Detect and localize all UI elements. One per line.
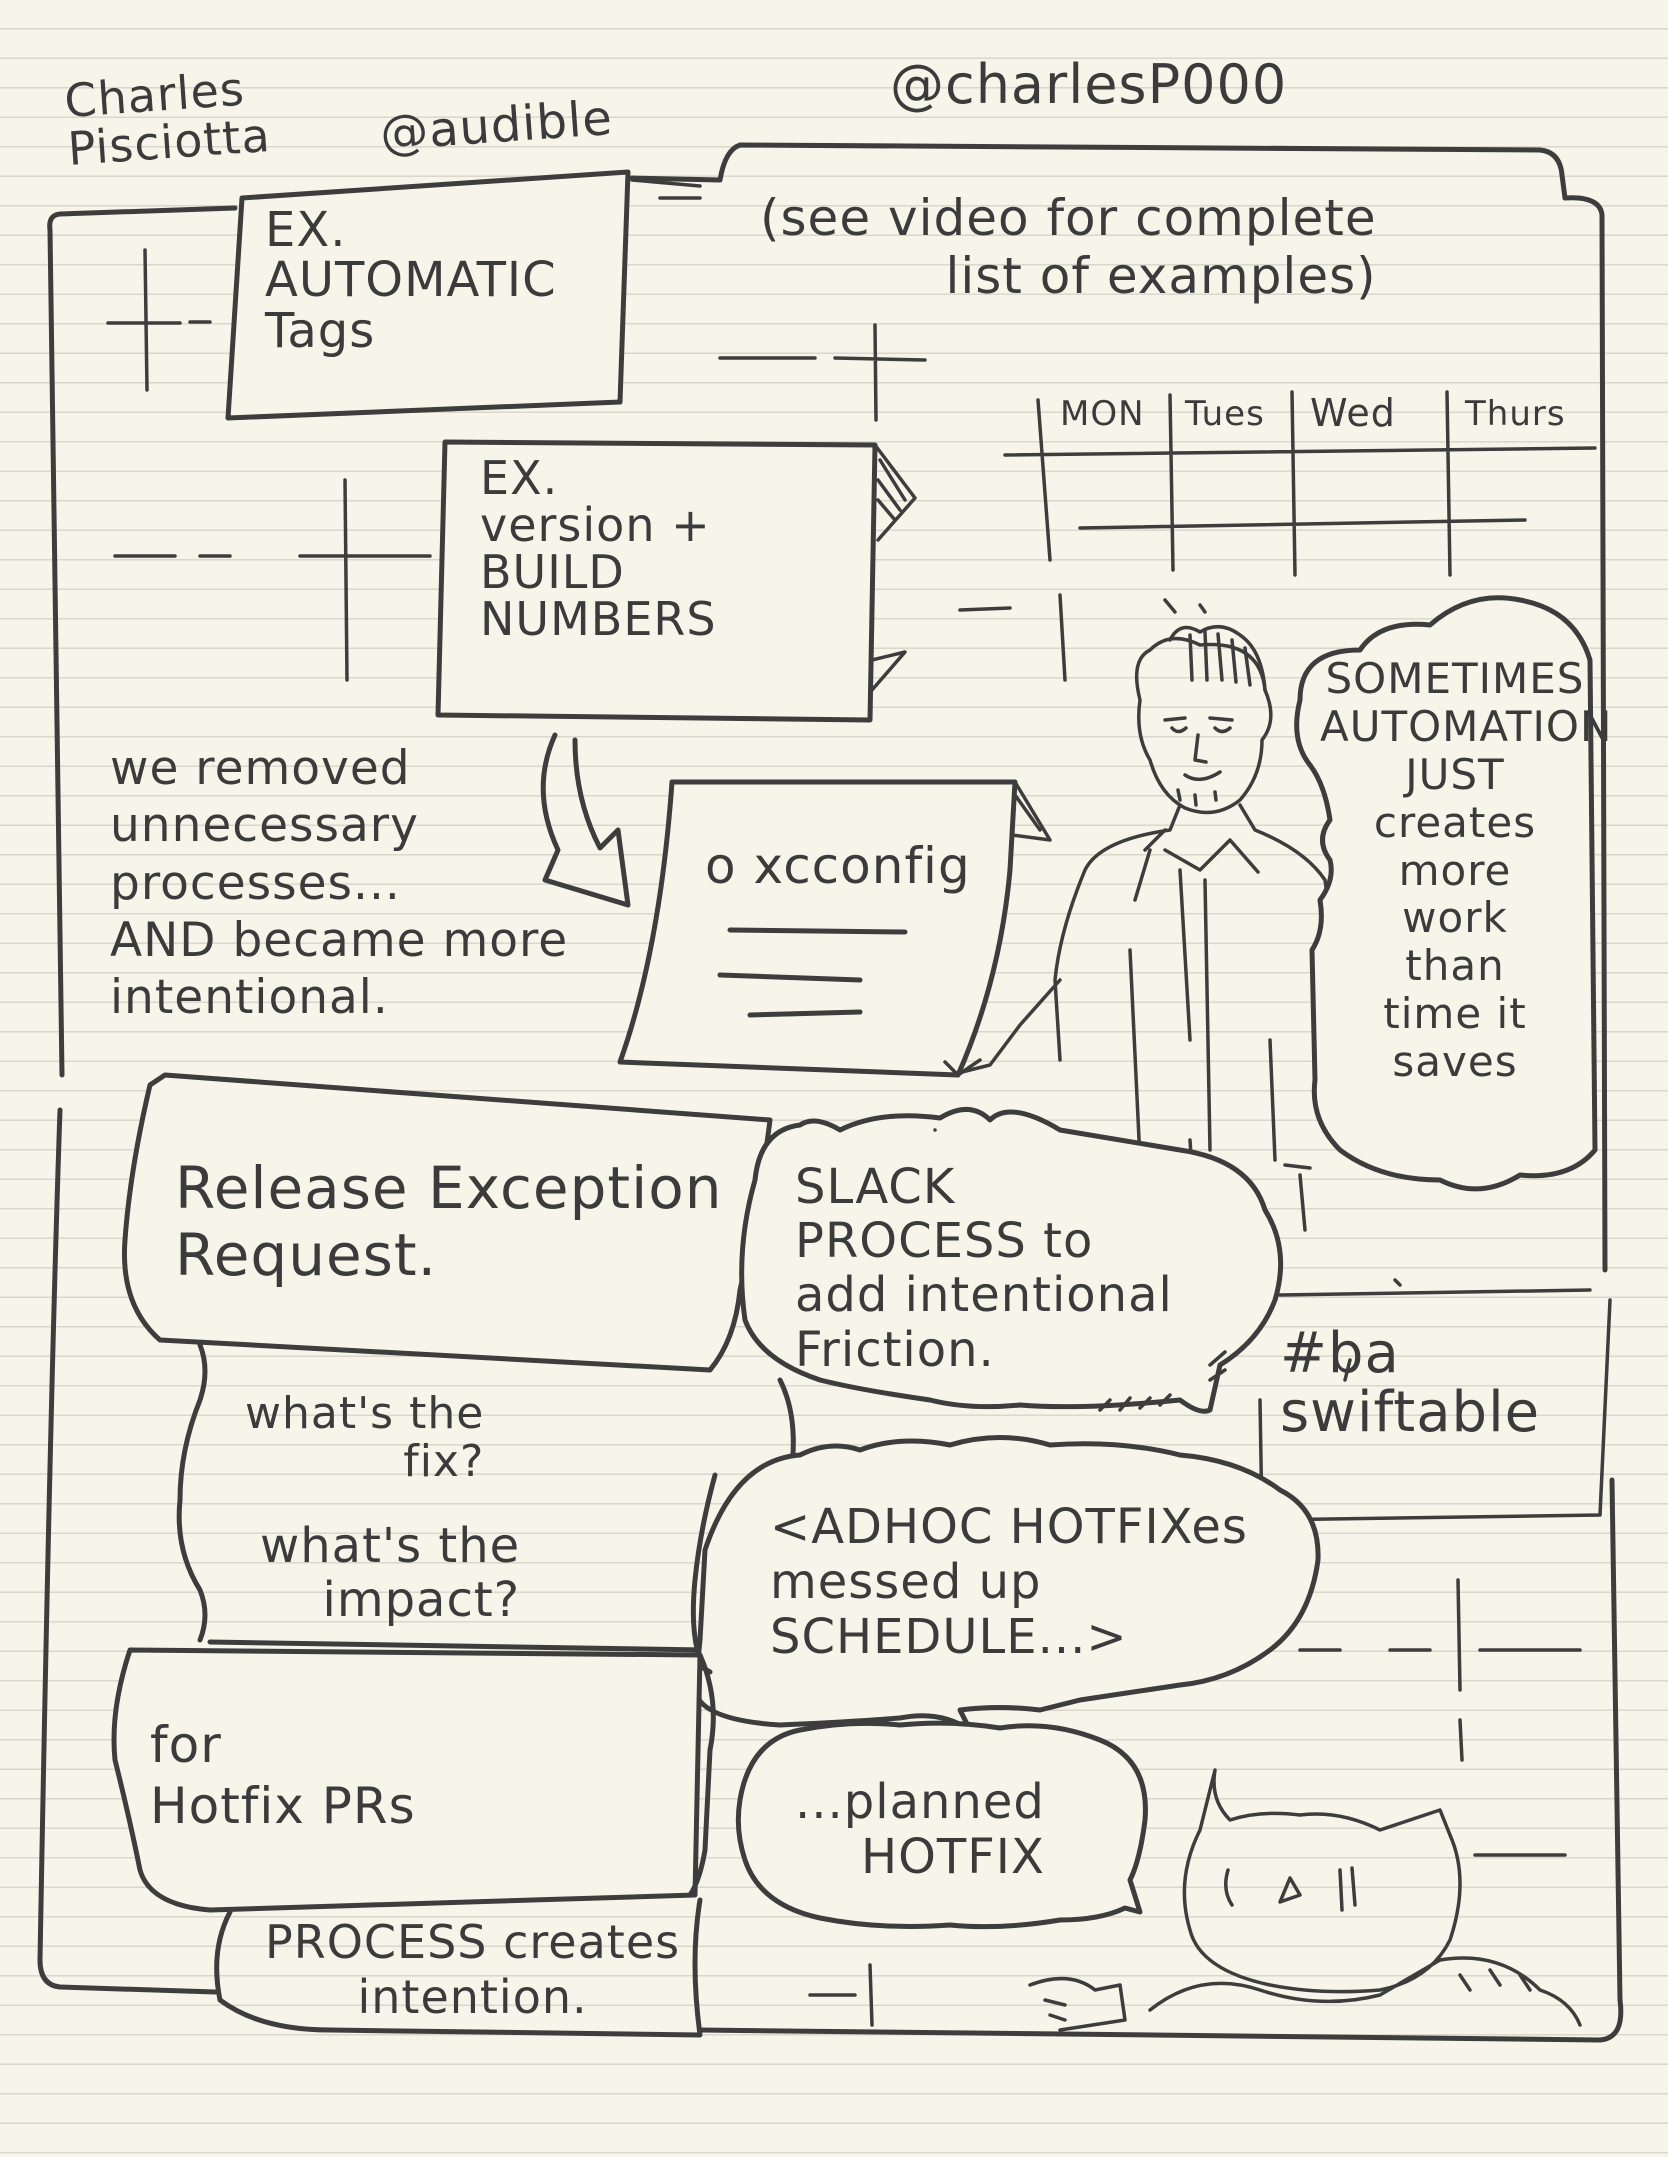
version-card-shape — [435, 439, 878, 723]
curved-arrow — [540, 732, 631, 908]
page-curl — [870, 443, 917, 692]
cross-mark — [1298, 1578, 1582, 1857]
version-build-label: EX. version + BUILD NUMBERS — [480, 451, 717, 646]
calendar-day-wed: Wed — [1310, 391, 1396, 435]
automatic-tags-label: EX. AUTOMATIC Tags — [265, 202, 557, 359]
hashtag-text: #ba swiftable — [1280, 1321, 1541, 1445]
cross-mark — [113, 478, 432, 682]
automatic-tags-card-shape — [225, 169, 631, 421]
calendar-dash — [958, 593, 1207, 682]
owl-figure — [1028, 1768, 1582, 2032]
hotfix-card-tail — [214, 1652, 716, 2038]
release-request-impact-question: what's the impact? — [260, 1518, 521, 1628]
hashtag-panel — [1258, 1288, 1612, 1522]
slack-hatch — [1098, 1350, 1227, 1412]
misc-mark — [933, 1128, 1402, 1287]
hotfix-card-shape — [111, 1647, 703, 1913]
frame-top-mid — [630, 178, 702, 200]
video-note: (see video for complete list of examples… — [760, 189, 1377, 305]
process-creates-intention-text: PROCESS creates intention. — [265, 1915, 681, 2025]
automation-bubble-shape — [1294, 595, 1598, 1192]
xcconfig-label: o xcconfig — [705, 837, 971, 895]
slack-bubble-text: SLACK PROCESS to add intentional Frictio… — [795, 1159, 1173, 1378]
speaker-figure — [948, 625, 1350, 1172]
adhoc-outline — [687, 1472, 718, 1675]
removed-processes-text: we removed unnecessary processes... AND … — [110, 741, 569, 1026]
adhoc-bubble-text: <ADHOC HOTFIXes messed up SCHEDULE...> — [770, 1499, 1248, 1666]
calendar-day-mon: MON — [1060, 394, 1145, 434]
calendar-day-thurs: Thurs — [1465, 394, 1566, 434]
xcconfig-line-3 — [747, 1009, 863, 1018]
automation-bubble-text: SOMETIMES AUTOMATION JUST creates more w… — [1320, 654, 1613, 1086]
xcconfig-line-2 — [717, 972, 863, 983]
release-request-title: Release Exception Request. — [175, 1154, 723, 1289]
xcconfig-line-1 — [727, 927, 908, 935]
hotfix-card-label: for Hotfix PRs — [150, 1716, 416, 1835]
author-name: Charles Pisciotta — [62, 61, 273, 177]
outer-frame-top — [47, 142, 1608, 1273]
page-curl — [943, 780, 1052, 1077]
slack-bubble-shape — [739, 1107, 1284, 1414]
author-handle: @charlesP000 — [890, 53, 1288, 116]
cross-mark — [106, 248, 212, 392]
calendar-day-tues: Tues — [1185, 394, 1265, 434]
planned-bubble-text: ...planned HOTFIX — [795, 1774, 1045, 1886]
release-request-fix-question: what's the fix? — [245, 1388, 485, 1488]
calendar-grid — [1003, 390, 1597, 577]
outer-frame-bottom — [37, 1107, 1624, 2043]
planned-bubble-shape — [735, 1720, 1148, 1930]
cross-mark — [718, 323, 927, 422]
cross-mark — [808, 1963, 874, 2027]
adhoc-bubble-shape — [692, 1435, 1321, 1733]
